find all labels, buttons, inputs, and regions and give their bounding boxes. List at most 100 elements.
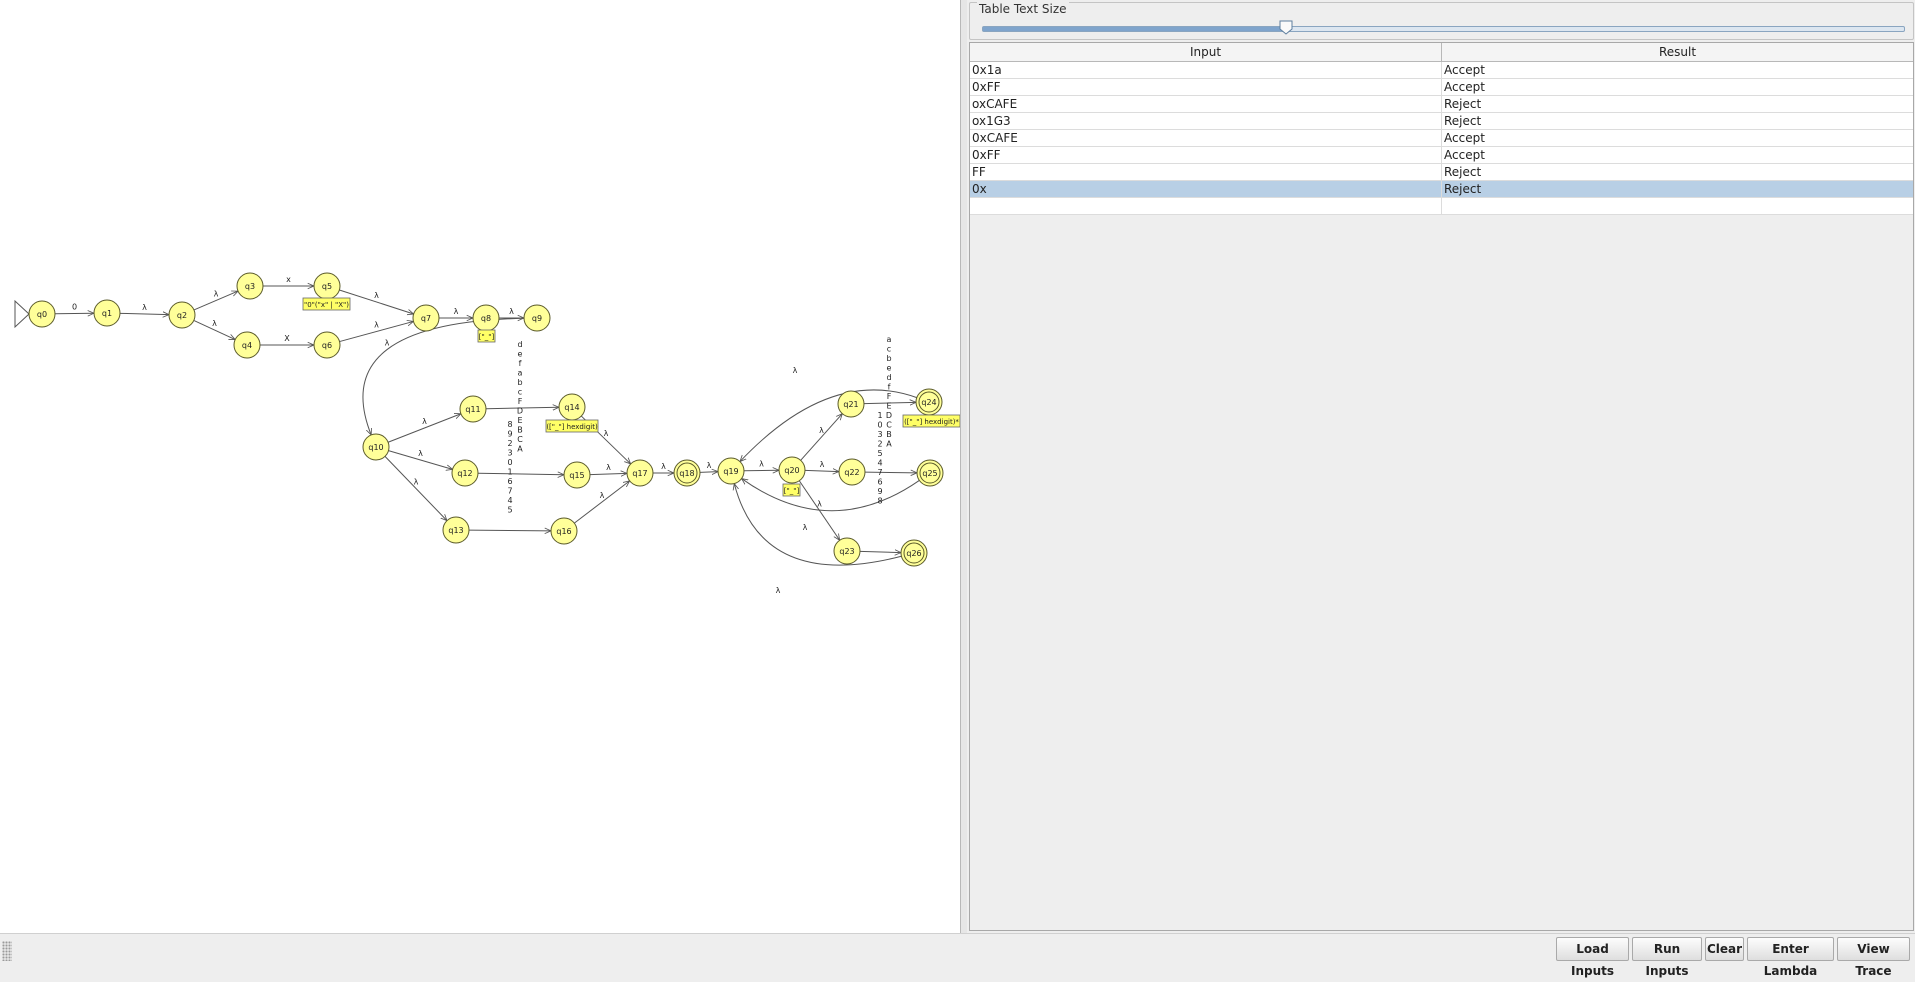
transition-arrow[interactable] [468,530,551,531]
transition-arrow[interactable] [864,472,917,473]
result-cell[interactable]: Reject [1441,164,1913,180]
state-q20[interactable]: q20 [778,456,806,484]
state-q0[interactable]: q0 [28,300,56,328]
slider-fill [983,27,1287,31]
state-q3[interactable]: q3 [236,272,264,300]
transition-label: λ [414,478,419,487]
result-cell[interactable]: Accept [1441,79,1913,95]
input-cell[interactable]: FF [972,165,986,179]
state-q16[interactable]: q16 [550,517,578,545]
transition-arrow[interactable] [804,470,839,471]
table-row[interactable]: 0xFF Accept [970,79,1913,96]
view-trace-button[interactable]: View Trace [1837,937,1910,978]
run-inputs-button[interactable]: Run Inputs [1632,937,1702,978]
transition-arrow[interactable] [743,470,779,471]
state-label: q17 [632,469,647,478]
table-row[interactable] [970,198,1913,215]
enter-lambda-button[interactable]: Enter Lambda [1747,937,1834,978]
state-q26[interactable]: q26 [900,539,928,567]
column-header-result[interactable]: Result [1441,43,1913,61]
state-q12[interactable]: q12 [451,459,479,487]
state-q7[interactable]: q7 [412,304,440,332]
result-cell[interactable]: Accept [1441,147,1913,163]
transition-arrow[interactable] [734,484,902,566]
result-cell[interactable]: Reject [1441,181,1913,197]
state-q18[interactable]: q18 [673,459,701,487]
state-q5[interactable]: q5 [313,272,341,300]
transition-arrow[interactable] [193,319,235,341]
transition-arrow[interactable] [863,402,916,403]
input-cell[interactable]: 0x1a [972,63,1002,77]
result-cell[interactable]: Accept [1441,62,1913,78]
resize-grip-icon[interactable] [2,941,12,961]
input-cell[interactable] [970,198,1441,214]
input-cell[interactable]: 0xFF [972,148,1001,162]
transition-arrow[interactable] [485,407,559,408]
state-q13[interactable]: q13 [442,516,470,544]
transition-arrow[interactable] [742,479,920,512]
transition-arrow[interactable] [859,551,901,552]
transition-arrow[interactable] [699,472,718,473]
state-q4[interactable]: q4 [233,331,261,359]
table-row[interactable]: 0x Reject [970,181,1913,198]
transition-arrow[interactable] [339,289,413,314]
state-q6[interactable]: q6 [313,331,341,359]
result-cell[interactable] [1441,198,1913,214]
text-size-slider-track[interactable] [982,26,1905,32]
start-state-icon [14,299,30,329]
input-cell[interactable]: 0xCAFE [972,131,1018,145]
state-q10[interactable]: q10 [362,433,390,461]
input-cell[interactable]: 0xFF [972,80,1001,94]
transition-arrow[interactable] [54,313,94,314]
input-cell[interactable]: oxCAFE [972,97,1018,111]
state-q19[interactable]: q19 [717,457,745,485]
transition-arrow[interactable] [800,414,843,461]
transition-arrow[interactable] [362,317,525,435]
text-size-slider-thumb[interactable] [1279,20,1293,35]
transition-arrow[interactable] [740,389,917,462]
table-row[interactable]: 0x1a Accept [970,62,1913,79]
transition-arrow[interactable] [339,321,414,343]
table-row[interactable]: oxCAFE Reject [970,96,1913,113]
state-q2[interactable]: q2 [168,301,196,329]
table-row[interactable]: 0xCAFE Accept [970,130,1913,147]
table-row[interactable]: FF Reject [970,164,1913,181]
state-q15[interactable]: q15 [563,461,591,489]
transition-arrow[interactable] [384,456,447,520]
state-q14[interactable]: q14 [558,393,586,421]
svg-text:(["_"] hexdigit): (["_"] hexdigit) [546,423,598,431]
result-cell[interactable]: Accept [1441,130,1913,146]
table-row[interactable]: ox1G3 Reject [970,113,1913,130]
transition-label: λ [604,429,609,438]
split-pane-divider[interactable] [961,0,967,933]
result-cell[interactable]: Reject [1441,96,1913,112]
state-q24[interactable]: q24 [915,388,943,416]
state-q9[interactable]: q9 [523,304,551,332]
state-q25[interactable]: q25 [916,459,944,487]
transition-arrow[interactable] [589,473,627,474]
state-q11[interactable]: q11 [459,395,487,423]
load-inputs-button[interactable]: Load Inputs [1556,937,1629,978]
transition-arrow[interactable] [387,414,461,443]
input-cell[interactable]: 0x [972,182,987,196]
state-q8[interactable]: q8 [472,304,500,332]
state-label: q20 [784,466,799,475]
input-cell[interactable]: ox1G3 [972,114,1011,128]
state-q1[interactable]: q1 [93,299,121,327]
state-q23[interactable]: q23 [833,537,861,565]
state-q22[interactable]: q22 [838,458,866,486]
state-q17[interactable]: q17 [626,459,654,487]
column-header-input[interactable]: Input [1189,45,1222,59]
clear-button[interactable]: Clear [1705,937,1744,961]
transition-arrow[interactable] [388,450,452,470]
transition-arrow[interactable] [193,291,238,311]
transition-arrow[interactable] [119,313,169,314]
transition-label: X [284,334,290,343]
table-row[interactable]: 0xFF Accept [970,147,1913,164]
state-label: q13 [448,526,463,535]
transition-arrow[interactable] [574,481,629,524]
result-cell[interactable]: Reject [1441,113,1913,129]
transition-arrow[interactable] [477,473,564,475]
state-q21[interactable]: q21 [837,390,865,418]
